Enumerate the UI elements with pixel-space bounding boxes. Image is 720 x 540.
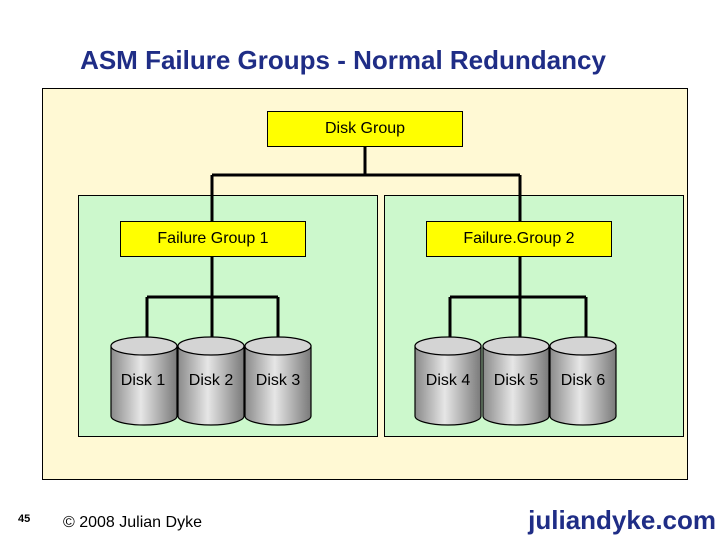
- disk-2-label: Disk 2: [188, 372, 234, 389]
- disk-3-cylinder: [244, 336, 312, 426]
- disk-group-box: Disk Group: [267, 111, 463, 147]
- failure-group-1-box: Failure Group 1: [120, 221, 306, 257]
- disk-1-cylinder: [110, 336, 178, 426]
- page-number: 45: [18, 513, 31, 525]
- disk-4-label: Disk 4: [425, 372, 471, 389]
- disk-1-label: Disk 1: [120, 372, 166, 389]
- disk-2-cylinder: [177, 336, 245, 426]
- disk-5-label: Disk 5: [493, 372, 539, 389]
- disk-3-label: Disk 3: [255, 372, 301, 389]
- disk-5-cylinder: [482, 336, 550, 426]
- failure-group-2-box: Failure.Group 2: [426, 221, 612, 257]
- copyright-text: © 2008 Julian Dyke: [63, 514, 202, 531]
- disk-4-cylinder: [414, 336, 482, 426]
- site-logo-text: juliandyke.com: [528, 505, 716, 535]
- slide-title: ASM Failure Groups - Normal Redundancy: [80, 45, 606, 75]
- disk-6-label: Disk 6: [560, 372, 606, 389]
- disk-6-cylinder: [549, 336, 617, 426]
